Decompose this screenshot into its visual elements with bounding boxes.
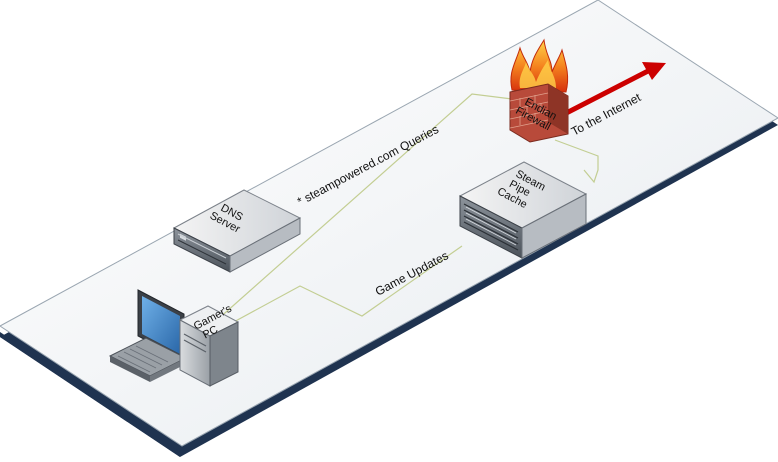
brick-wall-flame-icon (509, 38, 569, 143)
pc-firewall-link (207, 93, 521, 329)
desktop-computer-icon (108, 289, 240, 387)
cache-firewall-link (554, 139, 599, 184)
firewall: Endian Firewall (509, 38, 569, 143)
link-lines (207, 93, 599, 337)
rack-server-icon (172, 189, 302, 273)
steam-pipe-cache: Steam Pipe Cache (458, 161, 588, 259)
dns-server: DNS Server (172, 189, 302, 273)
pc-cache-link (207, 245, 463, 337)
rack-server-icon (458, 161, 588, 259)
gamers-pc: Gamer's PC (108, 289, 240, 387)
